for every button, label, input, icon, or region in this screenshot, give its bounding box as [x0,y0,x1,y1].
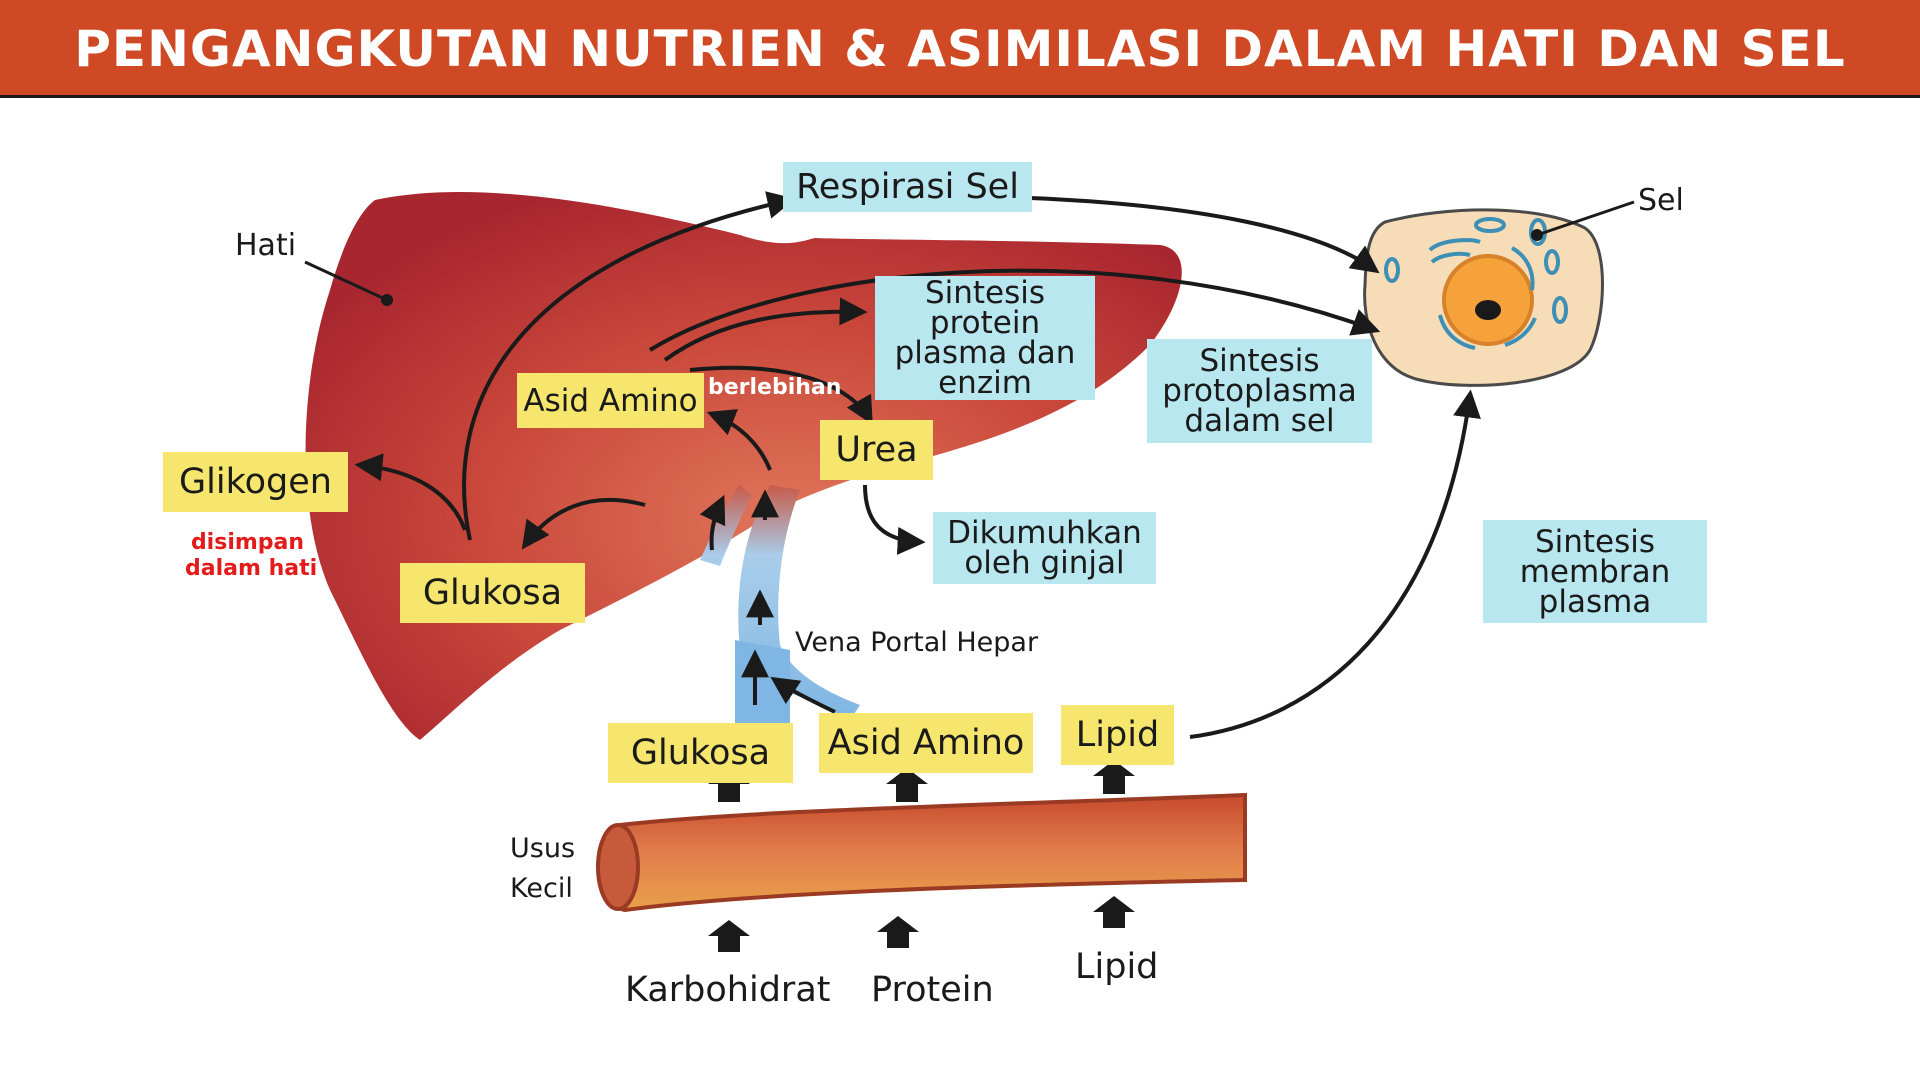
lipid-bottom-box: Lipid [1061,705,1174,765]
glukosa-bottom-box: Glukosa [608,723,793,783]
stored-note: disimpan dalam hati [185,530,318,582]
sintesis-membran-line2: membran [1519,553,1671,590]
berlebihan-note: berlebihan [708,375,842,400]
sintesis-protein-box: Sintesis protein plasma dan enzim [875,276,1095,400]
urea-box: Urea [820,420,933,480]
sintesis-membran-line1: Sintesis [1534,523,1656,560]
lipid-source-label: Lipid [1075,947,1159,987]
dikumuhkan-line1: Dikumuhkan [947,515,1142,551]
stored-note-line2: dalam hati [185,556,318,581]
portal-vein-label: Vena Portal Hepar [795,627,1039,658]
sintesis-protein-line3: plasma dan [894,335,1076,371]
title-banner: PENGANGKUTAN NUTRIEN & ASIMILASI DALAM H… [0,0,1920,98]
protein-label: Protein [871,970,994,1010]
glikogen-box: Glikogen [163,452,348,512]
karbohidrat-label: Karbohidrat [625,970,831,1010]
intestine-label-line1: Usus [510,833,576,864]
sintesis-protoplasma-line2: protoplasma [1162,373,1357,409]
intestine-label-line2: Kecil [510,873,573,904]
organelles [1384,217,1568,350]
small-intestine [599,792,1247,913]
flow-arrows [354,191,1481,739]
stored-note-line1: disimpan [190,530,305,555]
sintesis-protoplasma-line1: Sintesis [1199,343,1320,379]
glukosa-liver-box: Glukosa [400,563,585,623]
sintesis-protoplasma-box: Sintesis protoplasma dalam sel [1147,339,1372,443]
dikumuhkan-box: Dikumuhkan oleh ginjal [933,512,1156,584]
block-arrows [708,760,1135,952]
sintesis-membran-line3: plasma [1538,583,1652,620]
sintesis-protein-line1: Sintesis [924,275,1046,311]
page-title: PENGANGKUTAN NUTRIEN & ASIMILASI DALAM H… [74,20,1846,78]
cell-label: Sel [1638,183,1684,218]
respirasi-sel-box: Respirasi Sel [783,162,1032,212]
sintesis-protein-line2: protein [929,305,1041,341]
sintesis-membran-box: Sintesis membran plasma [1483,520,1707,623]
asid-amino-bottom-box: Asid Amino [819,713,1033,773]
leader-lines [304,200,1635,302]
liver-label: Hati [235,228,297,263]
dikumuhkan-line2: oleh ginjal [964,545,1125,581]
asid-amino-liver-box: Asid Amino [517,373,704,428]
nucleolus [1475,300,1501,320]
vein-arrows [699,489,836,714]
sintesis-protoplasma-line3: dalam sel [1184,403,1335,439]
sintesis-protein-line4: enzim [938,365,1032,401]
intestine-opening [596,823,640,911]
